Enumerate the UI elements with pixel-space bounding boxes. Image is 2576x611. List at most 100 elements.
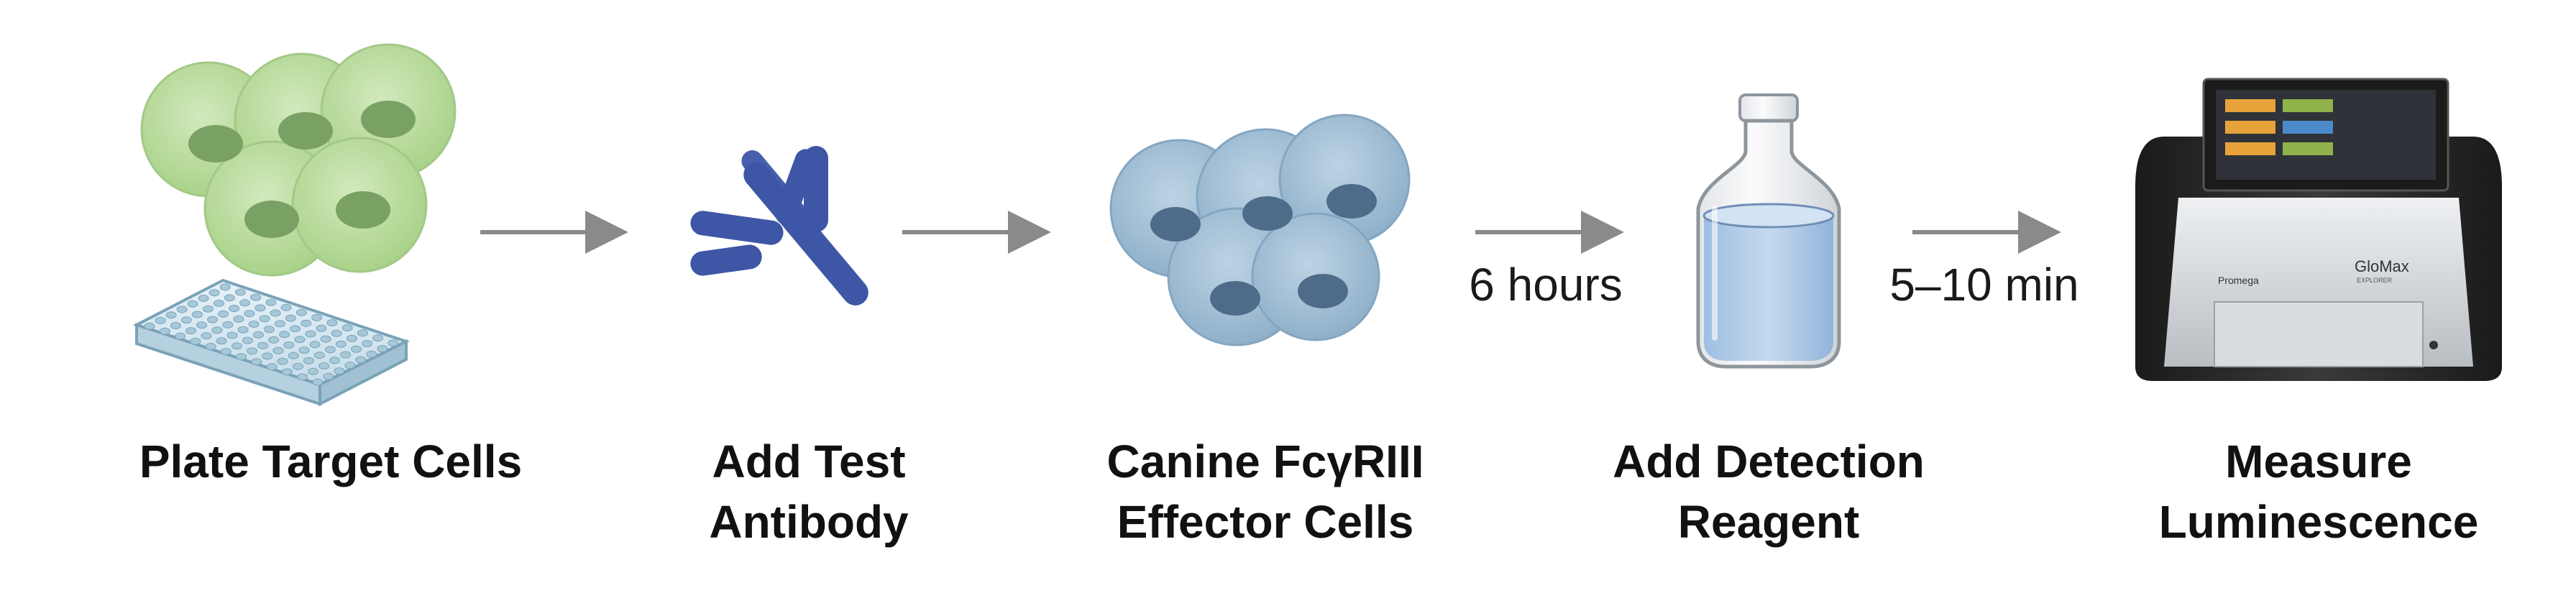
plate-well [280, 303, 292, 311]
read-time-label: 5–10 min [1889, 259, 2079, 311]
plate-well [190, 337, 201, 345]
plate-well [211, 326, 223, 334]
plate-well [187, 300, 198, 308]
plate-well [294, 336, 306, 344]
step-4-label-line-2: Reagent [1677, 496, 1860, 548]
plate-well [301, 319, 312, 327]
plate-well [224, 294, 235, 302]
plate-well [320, 335, 331, 343]
step-3-label-line-1: Canine FcγRIII [1106, 436, 1424, 487]
target-cells [140, 43, 457, 277]
plate-well [311, 313, 323, 321]
plate-well [285, 314, 296, 322]
plate-well [220, 348, 232, 356]
plate-well [219, 283, 231, 291]
step-1-label: Plate Target Cells [101, 431, 561, 492]
incubation-time-label: 6 hours [1469, 259, 1623, 311]
plate-well [377, 345, 388, 353]
plate-well [344, 362, 356, 369]
plate-well [155, 316, 166, 324]
plate-well [191, 311, 203, 318]
plate-well [388, 339, 399, 347]
plate-well [335, 340, 347, 348]
plate-well [270, 309, 281, 317]
plate-well [324, 346, 336, 354]
plate-well [292, 362, 303, 370]
plate-well [226, 331, 238, 339]
plate-well [208, 289, 220, 297]
instrument-model-sub: EXPLORER [2357, 277, 2393, 284]
step-3-label-line-2: Effector Cells [1117, 496, 1414, 548]
plate-well [255, 304, 266, 312]
plate-well [323, 372, 334, 380]
plate-well [248, 321, 260, 328]
plate-well [346, 334, 357, 342]
step-2-label-line-2: Antibody [709, 496, 909, 548]
plate-well [305, 330, 316, 338]
plate-well [165, 311, 177, 319]
plate-well [295, 308, 307, 316]
plate-well [279, 331, 290, 339]
plate-well [334, 367, 345, 375]
plate-well [326, 319, 338, 326]
plate-well [340, 351, 352, 359]
plate-well [144, 322, 155, 330]
plate-well [281, 368, 293, 376]
plate-well [247, 347, 258, 355]
step-4-label: Add Detection Reagent [1582, 431, 1956, 552]
step-3-label: Canine FcγRIII Effector Cells [1086, 431, 1445, 552]
step-5-label-line-1: Measure [2225, 436, 2412, 487]
plate-well [265, 298, 277, 306]
plate-well [175, 332, 186, 340]
step-5-label-line-2: Luminescence [2158, 496, 2479, 548]
plate-well [234, 288, 246, 296]
plate-well [268, 336, 280, 344]
plate-well [180, 316, 192, 324]
plate-well [201, 332, 212, 340]
plate-well [213, 300, 224, 307]
instrument-model: GloMax [2355, 257, 2409, 275]
plate-well [262, 352, 273, 360]
plate-well [218, 310, 229, 318]
plate-well [309, 341, 321, 349]
plate-well [290, 325, 301, 333]
plate-well [342, 324, 353, 332]
plate-well [329, 357, 341, 364]
plate-well [216, 337, 227, 345]
plate-well [283, 341, 295, 349]
cell-plate-icon [132, 43, 457, 407]
plate-well [196, 321, 208, 329]
plate-well [207, 316, 219, 323]
plate-well [357, 329, 368, 337]
step-1-label-line-1: Plate Target Cells [139, 436, 523, 487]
plate-well [185, 327, 197, 335]
plate-well [355, 356, 367, 364]
plate-well [303, 357, 314, 364]
microplate [132, 278, 411, 407]
plate-well [263, 326, 275, 334]
plate-well [233, 315, 244, 323]
plate-well [205, 343, 216, 350]
plate-well [198, 294, 209, 302]
luminometer-icon: Promega GloMax EXPLORER [2135, 78, 2502, 381]
plate-well [313, 352, 325, 359]
plate-well [222, 321, 234, 329]
plate-well [316, 324, 327, 332]
plate-well [257, 341, 269, 349]
plate-well [318, 362, 330, 369]
plate-well [331, 329, 342, 337]
step-2-label-line-1: Add Test [712, 436, 906, 487]
plate-well [236, 353, 247, 361]
instrument-brand: Promega [2218, 275, 2259, 286]
plate-well [252, 331, 264, 339]
plate-well [239, 299, 251, 307]
plate-well [259, 315, 270, 323]
plate-well [366, 350, 377, 358]
plate-well [250, 293, 262, 301]
effector-cells-icon [1109, 114, 1411, 346]
plate-well [251, 358, 262, 366]
plate-well [351, 345, 362, 353]
step-4-label-line-1: Add Detection [1613, 436, 1925, 487]
plate-well [362, 340, 373, 347]
